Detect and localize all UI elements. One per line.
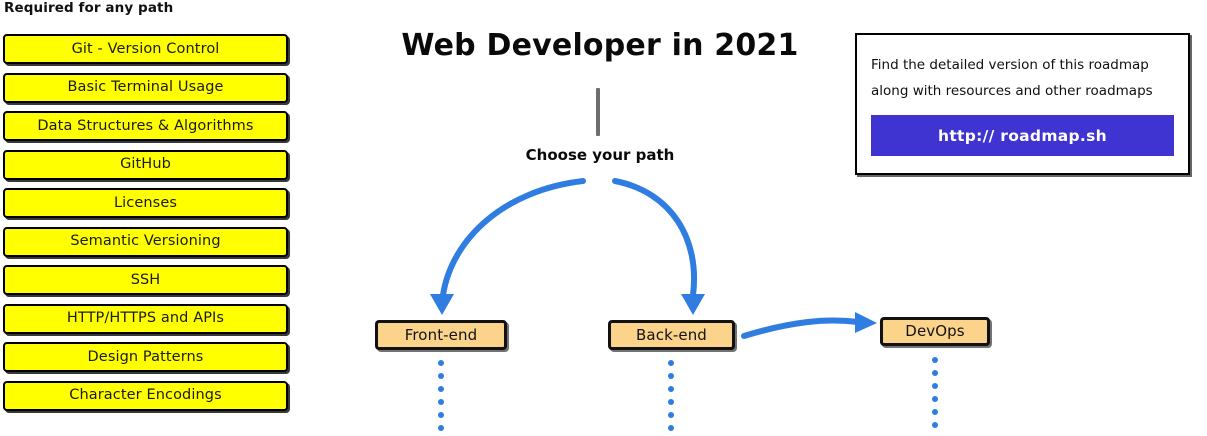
required-skill-label: Basic Terminal Usage	[67, 79, 224, 96]
choose-your-path-label: Choose your path	[525, 146, 675, 164]
required-for-any-path-section: Required for any path Git - Version Cont…	[0, 0, 300, 436]
arrow-back-end-to-devops-icon	[741, 312, 877, 339]
required-skill-label: Character Encodings	[69, 387, 222, 404]
required-skill-label: Licenses	[113, 194, 178, 211]
path-box-devops[interactable]: DevOps	[880, 317, 990, 346]
vertical-stem-line	[596, 88, 600, 136]
required-skill-item-design-patterns[interactable]: Design Patterns	[3, 342, 288, 372]
required-skill-label: SSH	[130, 271, 161, 288]
page-title: Web Developer in 2021	[401, 28, 799, 63]
path-box-label: DevOps	[905, 322, 965, 340]
path-box-front-end[interactable]: Front-end	[375, 320, 507, 350]
required-skill-item-data-structures[interactable]: Data Structures & Algorithms	[3, 111, 288, 141]
required-skill-label: Design Patterns	[87, 348, 204, 365]
roadmap-info-card: Find the detailed version of this roadma…	[855, 33, 1190, 175]
required-skill-item-terminal[interactable]: Basic Terminal Usage	[3, 72, 288, 103]
arrow-to-back-end-icon	[612, 178, 705, 315]
required-skill-item-github[interactable]: GitHub	[3, 149, 288, 180]
required-skill-label: HTTP/HTTPS and APIs	[66, 310, 225, 327]
required-skill-list: Git - Version Control Basic Terminal Usa…	[3, 34, 288, 419]
path-box-label: Back-end	[636, 325, 707, 344]
required-skill-label: Semantic Versioning	[70, 233, 221, 250]
required-skill-label: Data Structures & Algorithms	[37, 117, 254, 134]
dotted-trail-devops	[932, 357, 938, 435]
required-skill-item-git[interactable]: Git - Version Control	[3, 34, 288, 64]
required-skill-item-http-apis[interactable]: HTTP/HTTPS and APIs	[3, 303, 288, 334]
roadmap-info-description: Find the detailed version of this roadma…	[871, 57, 1153, 99]
required-skill-item-character-encodings[interactable]: Character Encodings	[3, 380, 288, 411]
roadmap-link-button[interactable]: http:// roadmap.sh	[871, 115, 1174, 156]
required-skill-label: GitHub	[120, 156, 171, 173]
arrow-to-front-end-icon	[430, 178, 586, 315]
path-box-label: Front-end	[404, 325, 478, 344]
required-skill-item-licenses[interactable]: Licenses	[3, 188, 288, 218]
roadmap-link-label: http:// roadmap.sh	[938, 126, 1107, 145]
required-section-heading: Required for any path	[4, 0, 174, 16]
path-box-back-end[interactable]: Back-end	[608, 320, 735, 350]
dotted-trail-back-end	[668, 360, 674, 436]
required-skill-label: Git - Version Control	[71, 40, 220, 57]
required-skill-item-ssh[interactable]: SSH	[3, 265, 288, 295]
required-skill-item-semantic-versioning[interactable]: Semantic Versioning	[3, 226, 288, 257]
dotted-trail-front-end	[438, 360, 444, 436]
